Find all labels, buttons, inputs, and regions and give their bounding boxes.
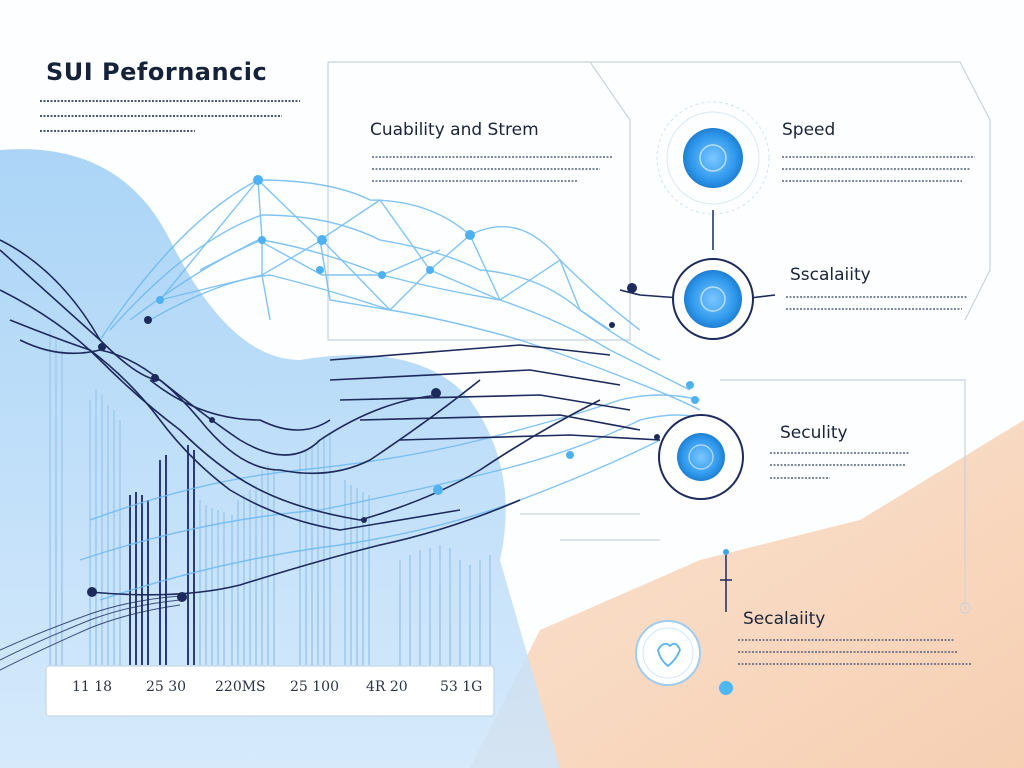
scalability-text-lines bbox=[786, 296, 968, 310]
axis-tick: 220MS bbox=[215, 679, 266, 695]
security-node-icon bbox=[658, 414, 744, 500]
axis-tick: 11 18 bbox=[72, 679, 113, 695]
center-text-lines bbox=[372, 156, 612, 182]
center-heading: Cuability and Strem bbox=[370, 120, 539, 140]
dark-bar-columns bbox=[129, 445, 195, 665]
shield-node-icon bbox=[635, 620, 733, 695]
scalability-label: Sscalaiity bbox=[790, 265, 871, 285]
axis-panel bbox=[45, 665, 495, 717]
secalaiity-text-lines bbox=[738, 639, 972, 665]
security-label: Seculity bbox=[780, 423, 848, 443]
axis-tick: 4R 20 bbox=[366, 679, 408, 695]
secalaiity-label: Secalaiity bbox=[743, 609, 826, 629]
axis-tick: 25 100 bbox=[290, 679, 339, 695]
page-title: SUI Pefornancic bbox=[46, 58, 268, 86]
speed-label: Speed bbox=[782, 120, 836, 140]
intro-text-lines bbox=[40, 100, 300, 132]
mesh-dots bbox=[156, 175, 699, 495]
axis-tick: 53 1G bbox=[440, 679, 483, 695]
peach-wave-panel bbox=[470, 420, 1024, 768]
center-text-frame bbox=[327, 61, 631, 341]
speed-node-icon bbox=[656, 101, 770, 215]
scalability-node-icon bbox=[672, 258, 754, 340]
right-text-frame bbox=[590, 61, 991, 321]
security-text-lines bbox=[770, 452, 910, 479]
dark-data-lines bbox=[0, 239, 776, 596]
speed-text-lines bbox=[782, 156, 975, 182]
mesh-lines bbox=[79, 178, 711, 601]
dark-dots bbox=[87, 283, 660, 602]
axis-tick: 25 30 bbox=[146, 679, 187, 695]
